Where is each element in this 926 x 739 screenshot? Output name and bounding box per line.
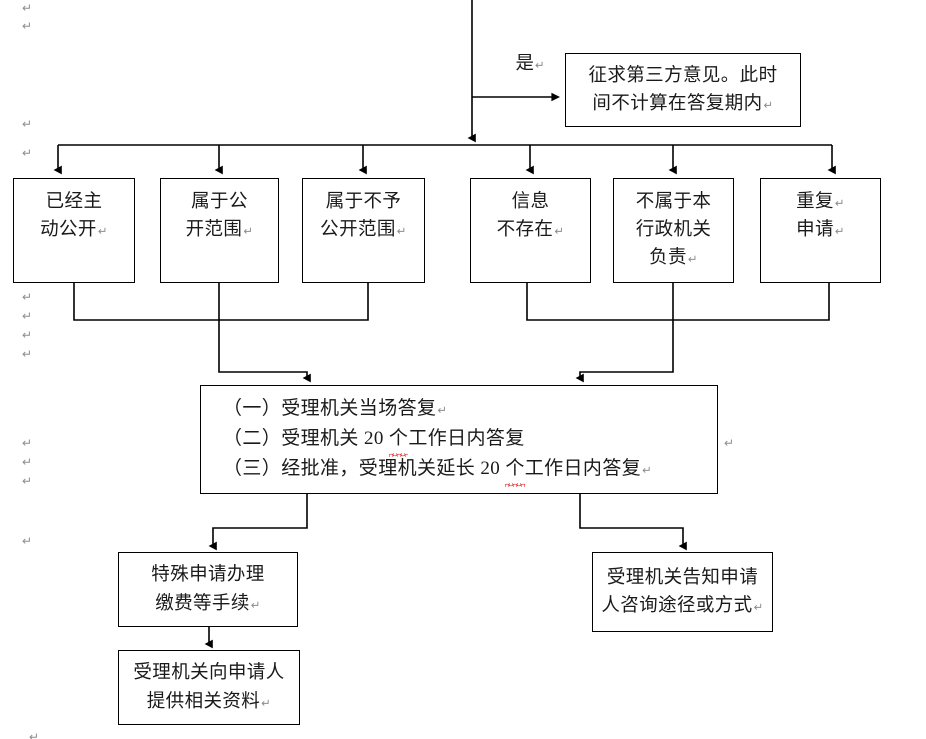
paragraph-mark: ↵: [834, 198, 845, 210]
node-inform-consultation-way[interactable]: 受理机关告知申请 人咨询途径或方式↵: [592, 552, 773, 632]
node-line: 人咨询途径或方式↵: [601, 596, 764, 616]
node-line: 属于不予: [325, 192, 402, 212]
branch-label-yes-text: 是: [515, 54, 535, 74]
paragraph-mark: ↵: [554, 226, 565, 239]
node-within-nondisclosure-scope[interactable]: 属于不予 公开范围↵: [302, 178, 425, 283]
paragraph-mark: ↵: [753, 602, 764, 614]
paragraph-mark: ↵: [22, 290, 33, 304]
paragraph-mark: ↵: [687, 254, 698, 267]
node-line: 不属于本: [635, 192, 712, 212]
branch-label-yes: 是↵: [497, 28, 545, 96]
paragraph-mark: ↵: [22, 117, 33, 131]
paragraph-mark: ↵: [396, 226, 407, 239]
paragraph-mark: ↵: [437, 405, 448, 417]
node-line: 已经主: [45, 192, 103, 212]
paragraph-mark: ↵: [763, 100, 774, 112]
node-line: 征求第三方意见。此时: [588, 65, 778, 86]
node-reply-procedures[interactable]: （一）受理机关当场答复↵ （二）受理机关 20 个工作日内答复 （三）经批准，受…: [200, 385, 718, 494]
paragraph-mark: ↵: [97, 226, 108, 239]
node-special-application-fee[interactable]: 特殊申请办理 缴费等手续↵: [118, 552, 298, 627]
node-information-not-exist[interactable]: 信息 不存在↵: [470, 178, 591, 283]
node-third-party-opinion[interactable]: 征求第三方意见。此时 间不计算在答复期内↵: [565, 53, 801, 127]
paragraph-mark: ↵: [22, 436, 33, 450]
paragraph-mark: ↵: [261, 697, 272, 710]
node-line: 重复↵: [796, 192, 845, 212]
paragraph-mark: ↵: [22, 1, 33, 15]
paragraph-mark-outside-reply-box: ↵: [724, 436, 735, 450]
node-line: 受理机关向申请人: [133, 663, 285, 684]
node-line: 行政机关: [635, 220, 712, 241]
paragraph-mark: ↵: [535, 60, 545, 72]
node-line: 公开范围↵: [320, 220, 407, 241]
paragraph-mark: ↵: [642, 465, 653, 478]
node-not-this-agency[interactable]: 不属于本 行政机关 负责↵: [613, 178, 734, 283]
node-line: 特殊申请办理: [151, 565, 265, 586]
node-already-disclosed[interactable]: 已经主 动公开↵: [13, 178, 135, 283]
paragraph-mark: ↵: [29, 730, 40, 739]
node-line: 负责↵: [649, 248, 698, 269]
node-within-open-scope[interactable]: 属于公 开范围↵: [160, 178, 279, 283]
paragraph-mark: ↵: [243, 226, 254, 239]
node-line: 信息: [511, 192, 550, 212]
node-line: 提供相关资料↵: [146, 691, 272, 712]
paragraph-mark: ↵: [22, 347, 33, 361]
node-line: 不存在↵: [496, 220, 565, 241]
node-line: 属于公: [191, 192, 248, 212]
node-line: 动公开↵: [40, 220, 108, 241]
paragraph-mark: ↵: [22, 309, 33, 323]
node-line: 受理机关告知申请: [606, 567, 759, 588]
paragraph-mark: ↵: [834, 226, 845, 239]
node-line: 申请↵: [796, 220, 845, 241]
paragraph-mark: ↵: [22, 455, 33, 469]
paragraph-mark: ↵: [22, 146, 33, 160]
paragraph-mark: ↵: [22, 328, 33, 342]
node-line: 缴费等手续↵: [155, 593, 261, 614]
node-line: 间不计算在答复期内↵: [592, 94, 774, 114]
paragraph-mark: ↵: [22, 534, 33, 548]
node-line: 开范围↵: [185, 220, 254, 241]
spellcheck-underlined-text: 个: [388, 424, 409, 458]
reply-item: （二）受理机关 20 个工作日内答复: [223, 424, 525, 458]
paragraph-mark: ↵: [250, 599, 261, 612]
reply-item: （一）受理机关当场答复↵: [223, 398, 448, 419]
paragraph-mark: ↵: [22, 474, 33, 488]
node-provide-materials[interactable]: 受理机关向申请人 提供相关资料↵: [118, 650, 300, 725]
node-duplicate-application[interactable]: 重复↵ 申请↵: [760, 178, 881, 283]
reply-item: （三）经批准，受理机关延长 20 个工作日内答复↵: [223, 454, 653, 488]
paragraph-mark: ↵: [22, 19, 33, 33]
spellcheck-underlined-text: 个: [505, 454, 526, 488]
